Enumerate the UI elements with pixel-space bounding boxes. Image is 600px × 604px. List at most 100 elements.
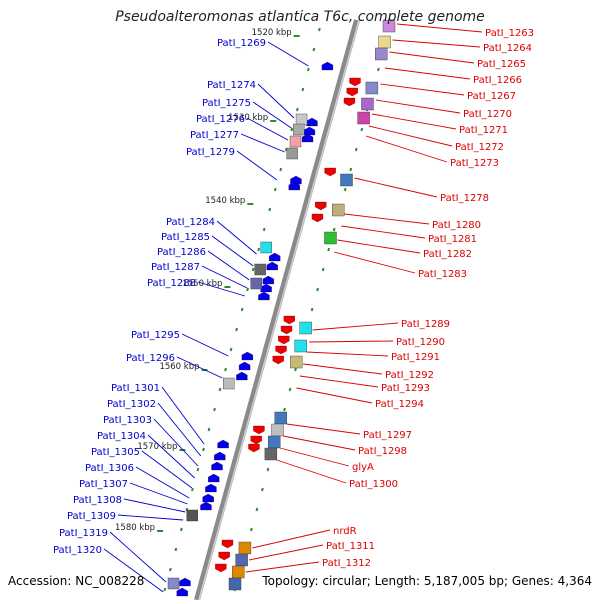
right-gene-arrow bbox=[346, 87, 358, 97]
left-track-dot bbox=[174, 547, 178, 552]
right-label-leader bbox=[309, 340, 394, 343]
left-gene-box bbox=[295, 113, 308, 126]
left-gene-label: PatI_1302 bbox=[107, 399, 156, 410]
left-label-leader bbox=[117, 514, 184, 521]
left-track-dot bbox=[224, 367, 227, 372]
left-label-leader bbox=[207, 250, 250, 281]
right-gene-arrow bbox=[349, 77, 361, 87]
left-track-dot bbox=[262, 227, 266, 232]
left-track-dot bbox=[207, 427, 211, 432]
right-gene-box bbox=[264, 447, 278, 461]
right-label-leader bbox=[337, 239, 421, 254]
left-label-leader bbox=[211, 235, 254, 267]
left-track-dot bbox=[240, 307, 244, 312]
right-label-leader bbox=[333, 251, 416, 274]
right-label-leader bbox=[306, 351, 389, 357]
left-label-leader bbox=[246, 117, 289, 141]
right-track-dot bbox=[294, 367, 297, 372]
left-label-leader bbox=[123, 498, 186, 513]
right-label-leader bbox=[372, 113, 457, 130]
genome-backbone bbox=[194, 19, 360, 601]
left-gene-arrow bbox=[200, 501, 212, 511]
left-gene-arrow bbox=[211, 461, 223, 471]
right-label-leader bbox=[365, 135, 448, 163]
right-track-dot bbox=[376, 67, 380, 72]
left-gene-label: PatI_1306 bbox=[85, 463, 134, 474]
right-gene-label: PatI_1267 bbox=[467, 91, 516, 102]
left-gene-box bbox=[260, 241, 272, 254]
left-gene-label: PatI_1286 bbox=[157, 247, 206, 258]
left-gene-label: PatI_1276 bbox=[196, 114, 245, 125]
right-gene-label: PatI_1280 bbox=[432, 220, 481, 231]
left-label-leader bbox=[197, 281, 246, 297]
left-track-dot bbox=[279, 167, 283, 172]
left-label-leader bbox=[129, 482, 188, 505]
right-gene-label: PatI_1264 bbox=[483, 43, 532, 54]
left-gene-arrow bbox=[288, 181, 300, 191]
right-gene-arrow bbox=[218, 551, 230, 561]
right-gene-label: PatI_1273 bbox=[450, 158, 499, 169]
right-label-leader bbox=[368, 125, 453, 147]
left-gene-arrow bbox=[241, 351, 254, 361]
right-label-leader bbox=[312, 322, 399, 331]
left-gene-arrow bbox=[217, 439, 229, 449]
left-gene-label: PatI_1307 bbox=[79, 479, 128, 490]
right-label-leader bbox=[354, 177, 438, 198]
right-gene-label: PatI_1300 bbox=[349, 479, 398, 490]
left-track-dot bbox=[246, 287, 249, 292]
right-gene-label: nrdR bbox=[333, 526, 357, 537]
left-gene-label: PatI_1301 bbox=[111, 383, 160, 394]
left-label-leader bbox=[141, 450, 193, 489]
right-gene-box bbox=[340, 173, 353, 187]
right-track-dot bbox=[349, 167, 353, 172]
left-gene-arrow bbox=[290, 175, 302, 185]
right-label-leader bbox=[296, 387, 373, 404]
left-gene-arrow bbox=[266, 261, 278, 271]
left-gene-label: PatI_1284 bbox=[166, 217, 215, 228]
right-track-dot bbox=[360, 127, 364, 132]
left-gene-label: PatI_1288 bbox=[147, 278, 196, 289]
left-gene-arrow bbox=[306, 117, 318, 127]
right-label-leader bbox=[303, 363, 383, 375]
right-gene-arrow bbox=[280, 325, 293, 335]
left-label-leader bbox=[176, 356, 223, 379]
right-gene-arrow bbox=[221, 539, 234, 549]
right-gene-arrow bbox=[278, 335, 290, 345]
right-gene-label: PatI_1312 bbox=[322, 558, 371, 569]
right-gene-label: PatI_1266 bbox=[473, 75, 522, 86]
left-track-dot bbox=[295, 107, 299, 112]
right-gene-box bbox=[324, 231, 337, 245]
left-gene-arrow bbox=[176, 587, 188, 597]
left-gene-box bbox=[254, 263, 266, 276]
right-gene-arrow bbox=[343, 97, 356, 107]
right-gene-label: PatI_1282 bbox=[423, 249, 472, 260]
left-track-dot bbox=[273, 187, 277, 192]
right-label-leader bbox=[389, 51, 475, 64]
left-track-dot bbox=[191, 487, 194, 492]
scale-tick-label: 1580 kbp bbox=[115, 523, 155, 533]
left-gene-label: PatI_1309 bbox=[67, 511, 116, 522]
left-gene-arrow bbox=[205, 483, 217, 493]
left-gene-label: PatI_1296 bbox=[126, 353, 175, 364]
left-gene-arrow bbox=[202, 493, 214, 503]
right-label-leader bbox=[286, 423, 361, 435]
right-gene-box bbox=[232, 565, 245, 579]
left-label-leader bbox=[267, 41, 309, 67]
scale-tick-label: 1570 kbp bbox=[137, 442, 177, 452]
right-gene-label: PatI_1271 bbox=[459, 125, 508, 136]
right-label-leader bbox=[375, 99, 461, 114]
left-track-dot bbox=[229, 347, 233, 352]
left-gene-arrow bbox=[179, 577, 191, 587]
right-gene-arrow bbox=[272, 355, 284, 365]
left-gene-arrow bbox=[269, 252, 281, 262]
right-label-leader bbox=[276, 459, 347, 484]
right-gene-box bbox=[299, 321, 312, 335]
left-gene-label: PatI_1308 bbox=[73, 495, 122, 506]
right-track-dot bbox=[310, 307, 314, 312]
right-label-leader bbox=[392, 39, 481, 48]
right-gene-label: PatI_1281 bbox=[428, 234, 477, 245]
left-gene-label: PatI_1305 bbox=[91, 447, 140, 458]
left-label-leader bbox=[252, 101, 292, 129]
right-gene-label: PatI_1265 bbox=[477, 59, 526, 70]
